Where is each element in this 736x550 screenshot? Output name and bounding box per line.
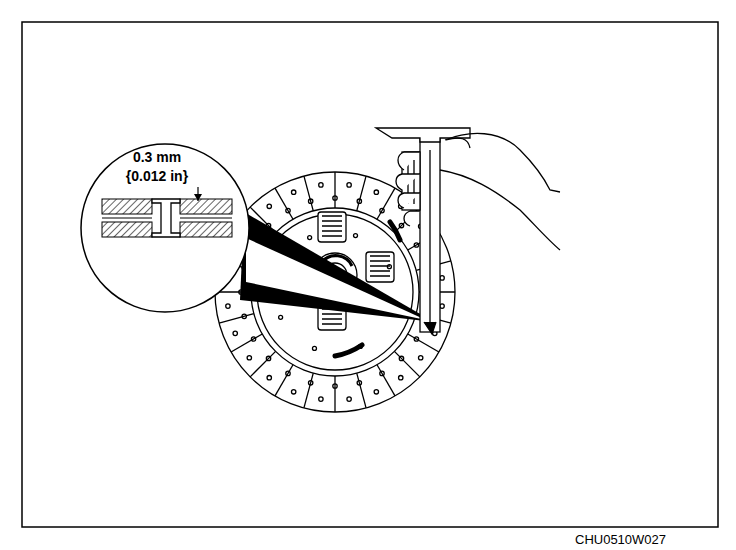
detail-circle	[81, 144, 249, 312]
rivet-hole	[267, 375, 271, 379]
finger	[398, 193, 420, 208]
rivet-hole	[233, 331, 237, 335]
rivet-hole	[291, 190, 295, 194]
rivet-hole	[418, 356, 422, 360]
caliper-scale	[429, 150, 430, 325]
dimension-imperial: {0.012 in}	[126, 168, 188, 184]
spring-window	[318, 212, 346, 242]
dimension-metric: 0.3 mm	[133, 149, 181, 165]
finger	[396, 174, 420, 190]
lining-section	[102, 222, 152, 237]
rivet-hole	[414, 337, 418, 341]
lining-section	[102, 199, 152, 214]
rivet-section	[152, 199, 180, 237]
rivet-hole	[374, 190, 378, 194]
lining-segment	[250, 351, 275, 376]
vernier-caliper	[376, 128, 470, 334]
rivet-hole	[251, 337, 255, 341]
finger	[404, 211, 420, 226]
lining-segment	[275, 188, 293, 219]
hand	[396, 133, 560, 250]
figure-code: CHU0510W027	[575, 532, 666, 547]
lining-segment	[231, 334, 262, 352]
caliper-jaws	[376, 128, 470, 142]
plate-line	[102, 218, 152, 219]
magnified-detail-circle: 0.3 mm {0.012 in}	[80, 143, 250, 313]
slot	[335, 345, 362, 356]
finger	[446, 138, 470, 148]
rivet-hole	[414, 243, 418, 247]
plate-hole	[358, 344, 362, 348]
rivet-hole	[380, 371, 384, 375]
lining-segment	[304, 176, 313, 211]
rivet-hole	[286, 208, 290, 212]
rivet-hole	[226, 304, 230, 308]
rivet-hole	[267, 204, 271, 208]
plate-hole	[354, 234, 358, 238]
rivet-hole	[380, 208, 384, 212]
magnify-wedge	[240, 212, 434, 322]
plate-hole	[387, 265, 391, 269]
rivet-hole	[347, 183, 351, 187]
lining-section	[180, 199, 232, 214]
lining-segment	[219, 314, 254, 323]
frame	[22, 22, 718, 527]
rivet-hole	[399, 356, 403, 360]
lining-segment	[377, 365, 395, 396]
magnify-wedge-gap	[246, 238, 426, 320]
caliper-tip	[424, 322, 436, 334]
arrowhead	[194, 194, 202, 201]
hand-outline	[445, 133, 560, 192]
caliper-beam	[420, 132, 440, 332]
rivet-hole	[347, 397, 351, 401]
lining-segment	[408, 334, 439, 352]
rivet-hole	[357, 381, 361, 385]
hand-outline	[440, 170, 560, 250]
lining-section	[180, 222, 232, 237]
rivet-hole	[399, 375, 403, 379]
rivet-hole	[319, 183, 323, 187]
lining-segment	[275, 365, 293, 396]
rivet-hole	[308, 381, 312, 385]
rivet-hole	[319, 397, 323, 401]
thumb	[398, 152, 420, 170]
lining-segment	[334, 172, 335, 208]
rivet-hole	[242, 314, 246, 318]
lining-segment	[334, 376, 335, 412]
plate-hole	[308, 236, 312, 240]
rivet-hole	[333, 196, 337, 200]
rivet-hole	[357, 199, 361, 203]
lining-segment	[394, 207, 419, 232]
spring-coils	[322, 216, 342, 236]
rivet-hole	[374, 390, 378, 394]
rivet-hole	[291, 390, 295, 394]
lining-segment	[304, 373, 313, 408]
rivet-hole	[247, 356, 251, 360]
rivet-hole	[308, 199, 312, 203]
lining-segment	[357, 373, 366, 408]
lining-segment	[394, 351, 419, 376]
rivet-hole	[286, 371, 290, 375]
rivet-hole	[333, 384, 337, 388]
lining-segment	[357, 176, 366, 211]
slot	[390, 222, 400, 240]
rivet-hole	[266, 356, 270, 360]
plate-hole	[279, 315, 283, 319]
plate-line	[180, 218, 232, 219]
plate-hole	[312, 346, 316, 350]
spring-window	[366, 252, 394, 282]
rivet-hole	[399, 223, 403, 227]
lining-segment	[377, 188, 395, 219]
